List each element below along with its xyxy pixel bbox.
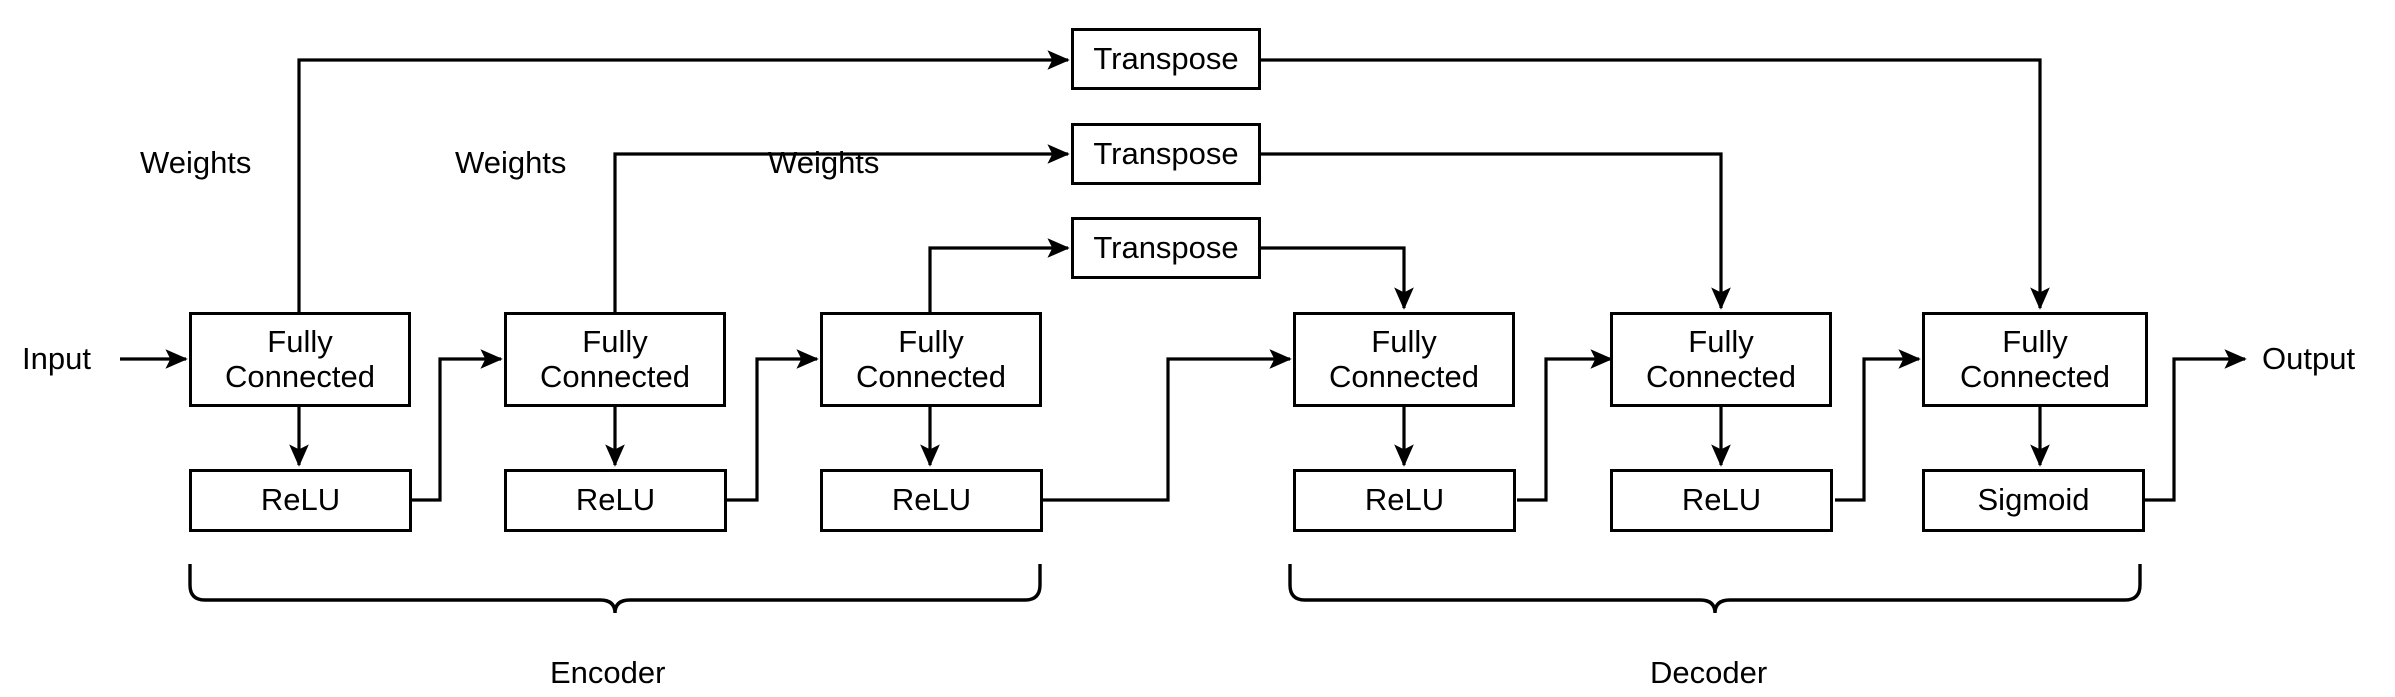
weights-label-3: Weights xyxy=(768,145,880,180)
decoder-fc-block-1-line1: Fully xyxy=(1371,323,1437,359)
encoder-brace xyxy=(188,564,1042,614)
transpose-block-1[interactable]: Transpose xyxy=(1071,28,1261,90)
encoder-activation-block-2-label: ReLU xyxy=(575,482,656,518)
encoder-activation-block-3-label: ReLU xyxy=(891,482,972,518)
wire-relu2-to-fc3 xyxy=(727,349,819,502)
wire-relu3-to-fc4 xyxy=(1043,349,1292,502)
encoder-fc-block-3[interactable]: Fully Connected xyxy=(820,312,1042,407)
decoder-activation-block-2-label: ReLU xyxy=(1681,482,1762,518)
encoder-fc-block-3-line2: Connected xyxy=(856,358,1006,394)
encoder-fc-block-2-line1: Fully xyxy=(582,323,648,359)
encoder-activation-block-1-label: ReLU xyxy=(260,482,341,518)
wire-sigmoid-to-output xyxy=(2143,349,2247,502)
encoder-fc-block-1[interactable]: Fully Connected xyxy=(189,312,411,407)
decoder-fc-block-1[interactable]: Fully Connected xyxy=(1293,312,1515,407)
transpose-block-2[interactable]: Transpose xyxy=(1071,123,1261,185)
encoder-fc-block-3-line1: Fully xyxy=(898,323,964,359)
transpose-block-3[interactable]: Transpose xyxy=(1071,217,1261,279)
encoder-fc-block-2[interactable]: Fully Connected xyxy=(504,312,726,407)
wire-transpose2-to-fc5 xyxy=(1261,152,1731,310)
decoder-fc-block-3-line2: Connected xyxy=(1960,358,2110,394)
decoder-activation-block-1[interactable]: ReLU xyxy=(1293,469,1516,532)
input-label: Input xyxy=(22,341,91,376)
decoder-group-label: Decoder xyxy=(1650,655,1768,690)
wire-weights1-riser xyxy=(297,50,1070,312)
decoder-activation-block-3-label: Sigmoid xyxy=(1977,482,2090,518)
transpose-block-1-label: Transpose xyxy=(1093,40,1239,76)
weights-label-2: Weights xyxy=(455,145,567,180)
wire-weights3-riser xyxy=(928,238,1070,312)
decoder-fc-block-2-line2: Connected xyxy=(1646,358,1796,394)
decoder-brace xyxy=(1288,564,2142,614)
wire-relu1-to-fc2 xyxy=(412,349,503,502)
encoder-fc-block-1-line2: Connected xyxy=(225,358,375,394)
transpose-block-2-label: Transpose xyxy=(1093,135,1239,171)
decoder-fc-block-3[interactable]: Fully Connected xyxy=(1922,312,2148,407)
weights-label-1: Weights xyxy=(140,145,252,180)
encoder-activation-block-3[interactable]: ReLU xyxy=(820,469,1043,532)
encoder-fc-block-1-line1: Fully xyxy=(267,323,333,359)
decoder-activation-block-2[interactable]: ReLU xyxy=(1610,469,1833,532)
encoder-activation-block-2[interactable]: ReLU xyxy=(504,469,727,532)
decoder-fc-block-2[interactable]: Fully Connected xyxy=(1610,312,1832,407)
decoder-activation-block-1-label: ReLU xyxy=(1364,482,1445,518)
decoder-fc-block-3-line1: Fully xyxy=(2002,323,2068,359)
encoder-group-label: Encoder xyxy=(550,655,666,690)
decoder-fc-block-1-line2: Connected xyxy=(1329,358,1479,394)
encoder-fc-block-2-line2: Connected xyxy=(540,358,690,394)
wire-weights2-riser xyxy=(613,144,1070,312)
wire-transpose3-to-fc4 xyxy=(1261,246,1414,310)
wire-transpose1-to-fc6 xyxy=(1261,58,2050,310)
wire-relu4-to-fc5 xyxy=(1517,349,1613,502)
decoder-fc-block-2-line1: Fully xyxy=(1688,323,1754,359)
output-label: Output xyxy=(2262,341,2356,376)
decoder-activation-block-3[interactable]: Sigmoid xyxy=(1922,469,2145,532)
transpose-block-3-label: Transpose xyxy=(1093,229,1239,265)
wire-relu5-to-fc6 xyxy=(1835,349,1921,502)
encoder-activation-block-1[interactable]: ReLU xyxy=(189,469,412,532)
